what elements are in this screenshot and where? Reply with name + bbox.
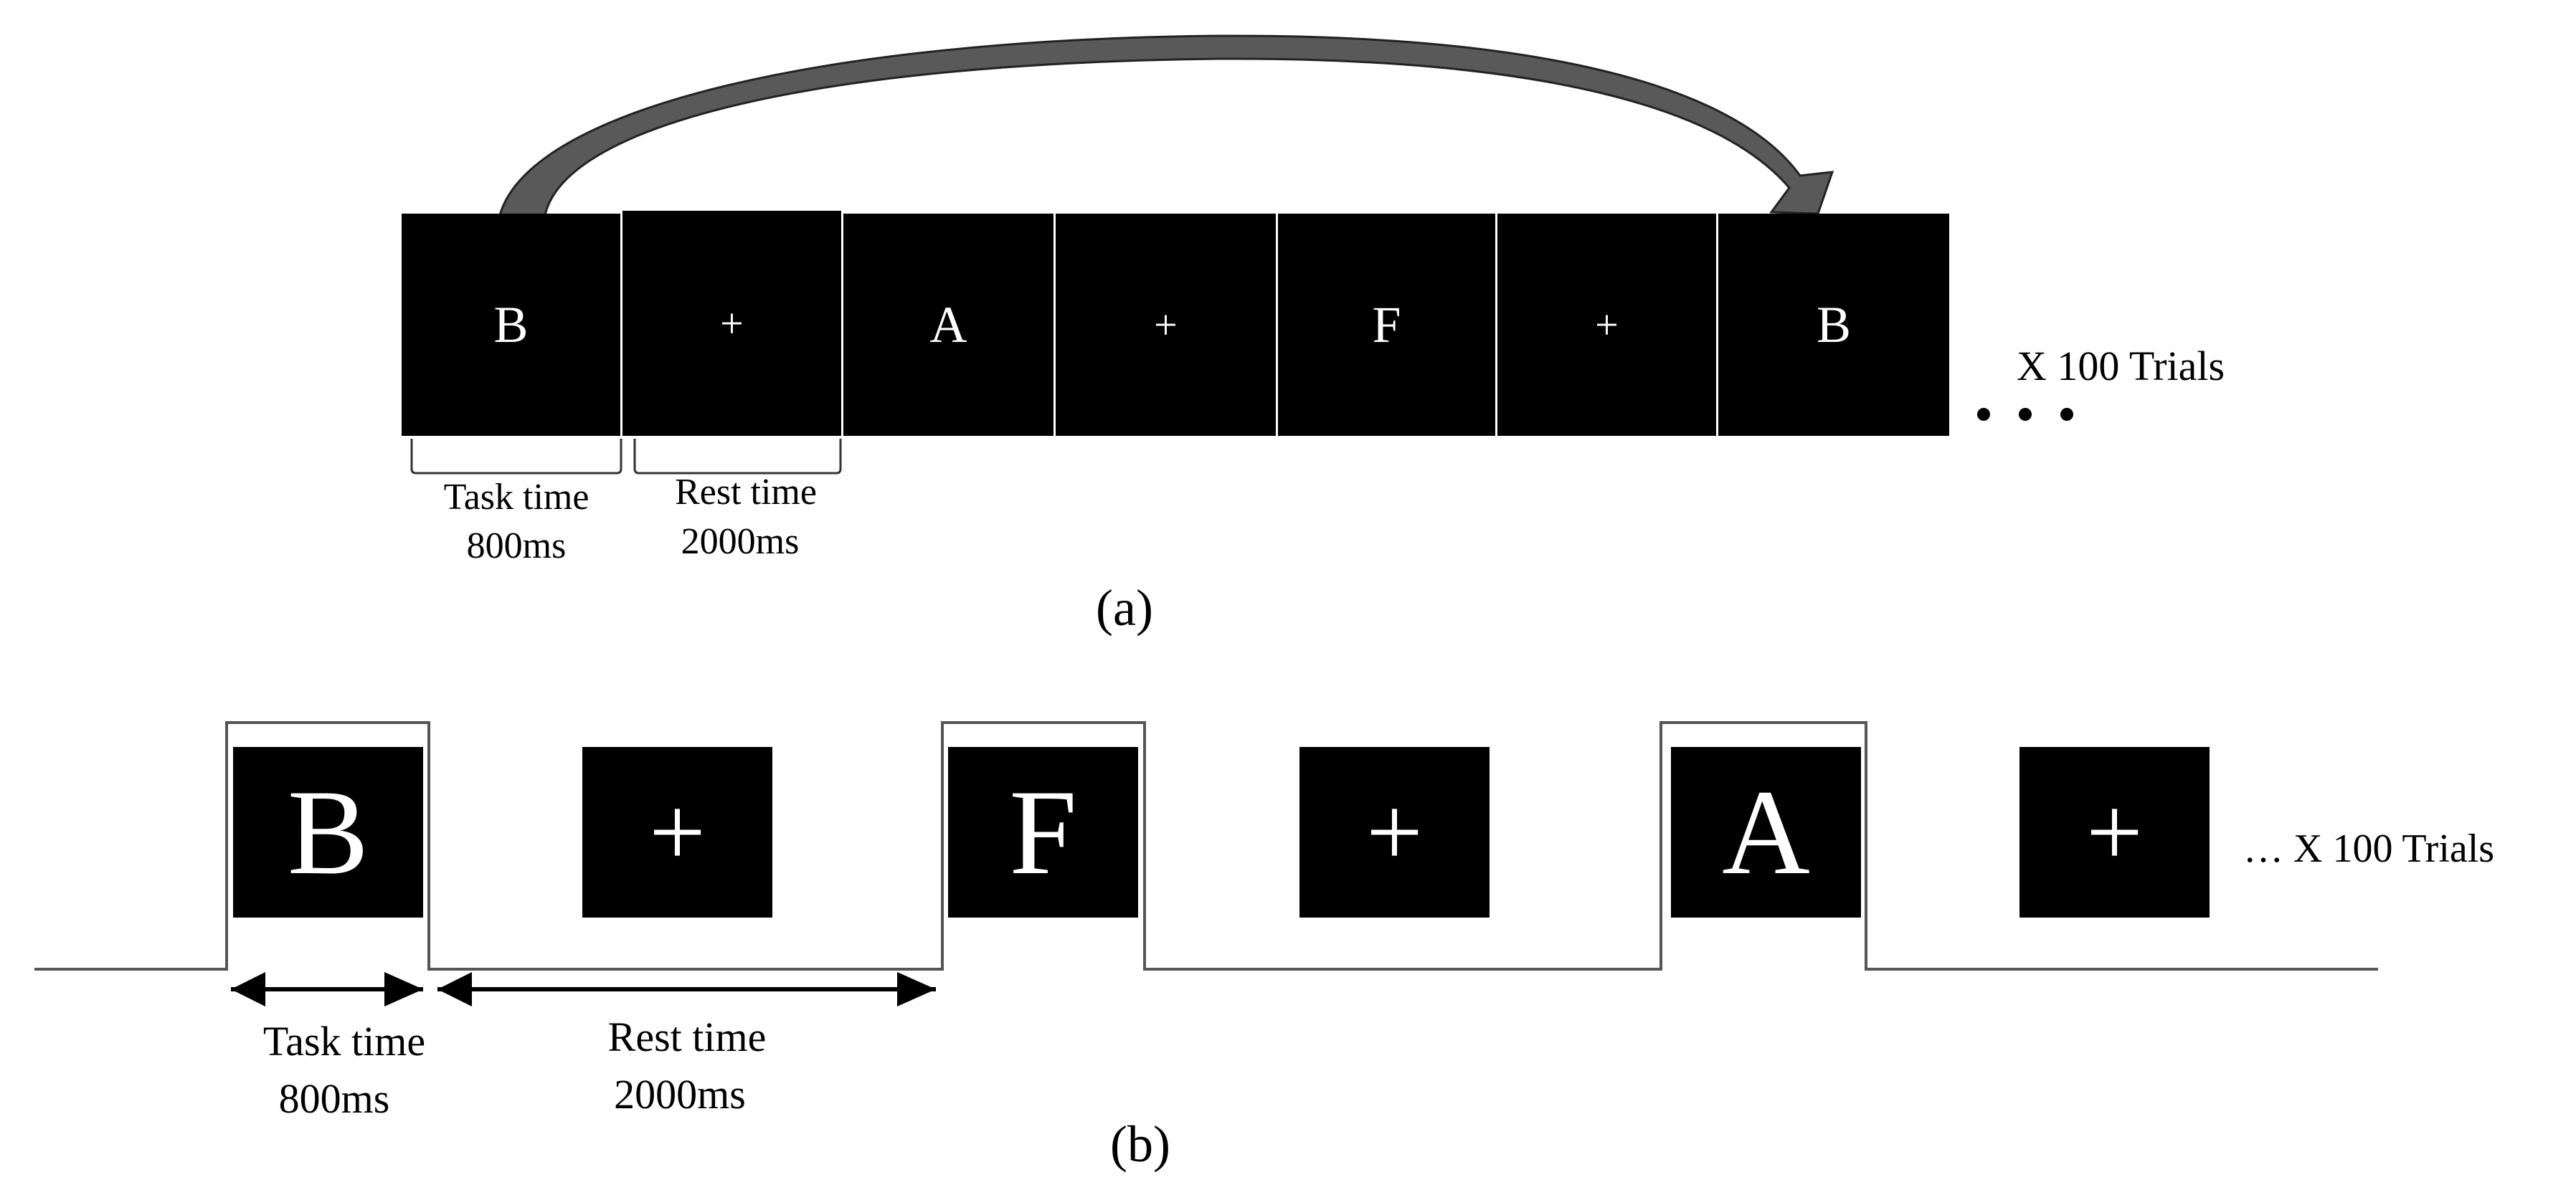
curved-arrow-icon xyxy=(498,34,1834,216)
stimulus-symbol: A xyxy=(930,296,967,353)
stimulus-box-background xyxy=(1056,214,1276,436)
stimulus-symbol: + xyxy=(2086,777,2143,888)
stimulus-box-3: F xyxy=(948,747,1138,918)
ellipsis-dot xyxy=(2019,408,2032,421)
ellipsis-dot xyxy=(1977,408,1990,421)
task-time-label: Task time xyxy=(444,477,589,518)
stimulus-box-background xyxy=(948,747,1138,918)
stimulus-box-2: + xyxy=(622,211,841,436)
stimulus-box-background xyxy=(843,214,1053,436)
stimulus-box-4: + xyxy=(1299,747,1490,918)
stimulus-box-1: B xyxy=(402,214,620,436)
stimulus-box-5: A xyxy=(1671,747,1861,918)
stimulus-symbol: B xyxy=(288,765,369,900)
stimulus-box-background xyxy=(233,747,423,918)
stimulus-box-background xyxy=(1299,747,1490,918)
stimulus-box-6: + xyxy=(2019,747,2210,918)
rest-time-label: Rest time xyxy=(675,472,817,513)
panel-b-sequence: B + F + A + xyxy=(233,747,2210,918)
panel-a: B + A + F + B X 100 Trials Task time 800ms Res… xyxy=(402,34,2225,637)
stimulus-symbol: B xyxy=(1817,296,1851,353)
stimulus-symbol: + xyxy=(1595,302,1619,348)
task-time-value: 800ms xyxy=(467,525,567,566)
stimulus-symbol: F xyxy=(1009,765,1077,900)
stimulus-box-background xyxy=(622,211,841,436)
panel-b-caption: (b) xyxy=(1110,1115,1170,1173)
stimulus-box-5: F xyxy=(1278,214,1495,436)
stimulus-box-6: + xyxy=(1497,214,1716,436)
stimulus-box-background xyxy=(1278,214,1495,436)
stimulus-box-background xyxy=(1671,747,1861,918)
stimulus-box-7: B xyxy=(1718,214,1949,436)
panel-b-trials-label: … X 100 Trials xyxy=(2243,827,2494,871)
stimulus-box-1: B xyxy=(233,747,423,918)
stimulus-symbol: + xyxy=(720,300,744,347)
stimulus-box-2: + xyxy=(582,747,772,918)
task-time-label: Task time xyxy=(263,1018,425,1065)
stimulus-symbol: F xyxy=(1372,296,1401,353)
ellipsis-dot xyxy=(2060,408,2073,421)
panel-a-caption: (a) xyxy=(1096,579,1153,637)
stimulus-box-background xyxy=(402,214,620,436)
panel-a-sequence: B + A + F + B xyxy=(402,211,1949,436)
stimulus-box-background xyxy=(1718,214,1949,436)
panel-a-trials-label: X 100 Trials xyxy=(2017,343,2225,389)
panel-b: B + F + A + … X 100 Trials Task time 800ms Re… xyxy=(34,721,2494,1173)
stimulus-symbol: + xyxy=(1154,302,1178,348)
rest-time-bracket xyxy=(633,439,842,475)
task-time-value: 800ms xyxy=(279,1075,390,1122)
rest-time-label: Rest time xyxy=(608,1014,767,1060)
rest-time-value: 2000ms xyxy=(614,1071,746,1118)
stimulus-symbol: B xyxy=(493,296,528,353)
task-time-bracket xyxy=(410,439,622,475)
stimulus-box-background xyxy=(2019,747,2210,918)
stimulus-box-background xyxy=(582,747,772,918)
stimulus-symbol: + xyxy=(649,777,706,888)
timing-signal-line xyxy=(34,721,2378,971)
stimulus-box-4: + xyxy=(1056,214,1276,436)
stimulus-box-3: A xyxy=(843,214,1053,436)
rest-time-value: 2000ms xyxy=(681,521,800,562)
stimulus-box-background xyxy=(1497,214,1716,436)
stimulus-symbol: + xyxy=(1366,777,1423,888)
stimulus-symbol: A xyxy=(1722,765,1810,900)
